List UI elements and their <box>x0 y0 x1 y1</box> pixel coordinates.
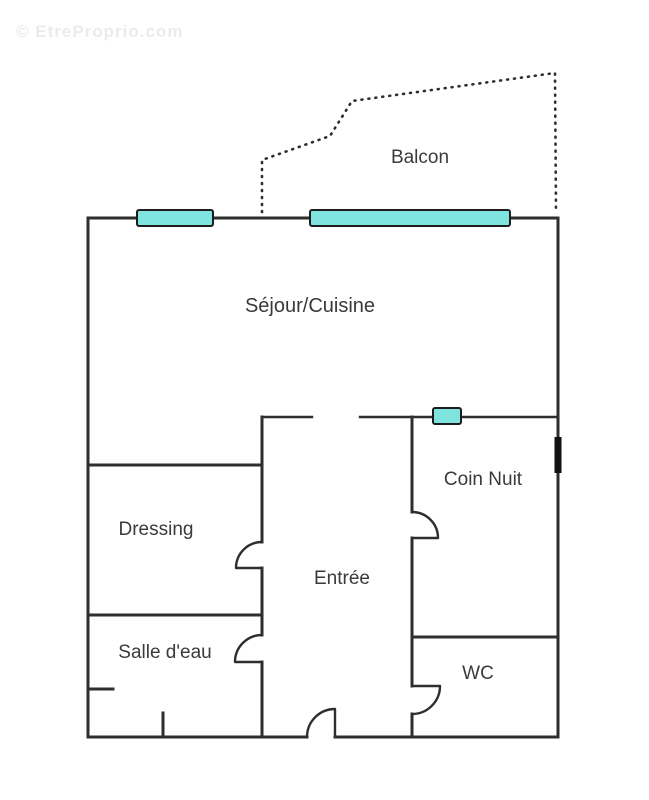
label-balcon: Balcon <box>391 147 449 168</box>
label-sejour-cuisine: Séjour/Cuisine <box>245 295 375 317</box>
door-dressing <box>234 540 264 570</box>
door-wc <box>410 684 442 716</box>
door-entrance <box>305 707 337 739</box>
doors <box>233 510 442 739</box>
watermark-text: © EtreProprio.com <box>16 22 184 41</box>
label-salle-eau: Salle d'eau <box>118 642 211 663</box>
room-labels: Balcon Séjour/Cuisine Coin Nuit Dressing… <box>118 147 523 684</box>
window-top-small <box>136 209 214 227</box>
label-dressing: Dressing <box>119 519 194 540</box>
door-coin-nuit <box>410 510 440 540</box>
label-coin-nuit: Coin Nuit <box>444 469 523 490</box>
windows <box>136 209 511 425</box>
window-top-large <box>309 209 511 227</box>
balcony-dotted-outline <box>260 71 558 214</box>
door-salle-eau <box>233 633 264 664</box>
interior-walls <box>86 415 560 739</box>
window-coin-nuit <box>432 407 462 425</box>
label-entree: Entrée <box>314 568 370 589</box>
label-wc: WC <box>462 663 494 684</box>
